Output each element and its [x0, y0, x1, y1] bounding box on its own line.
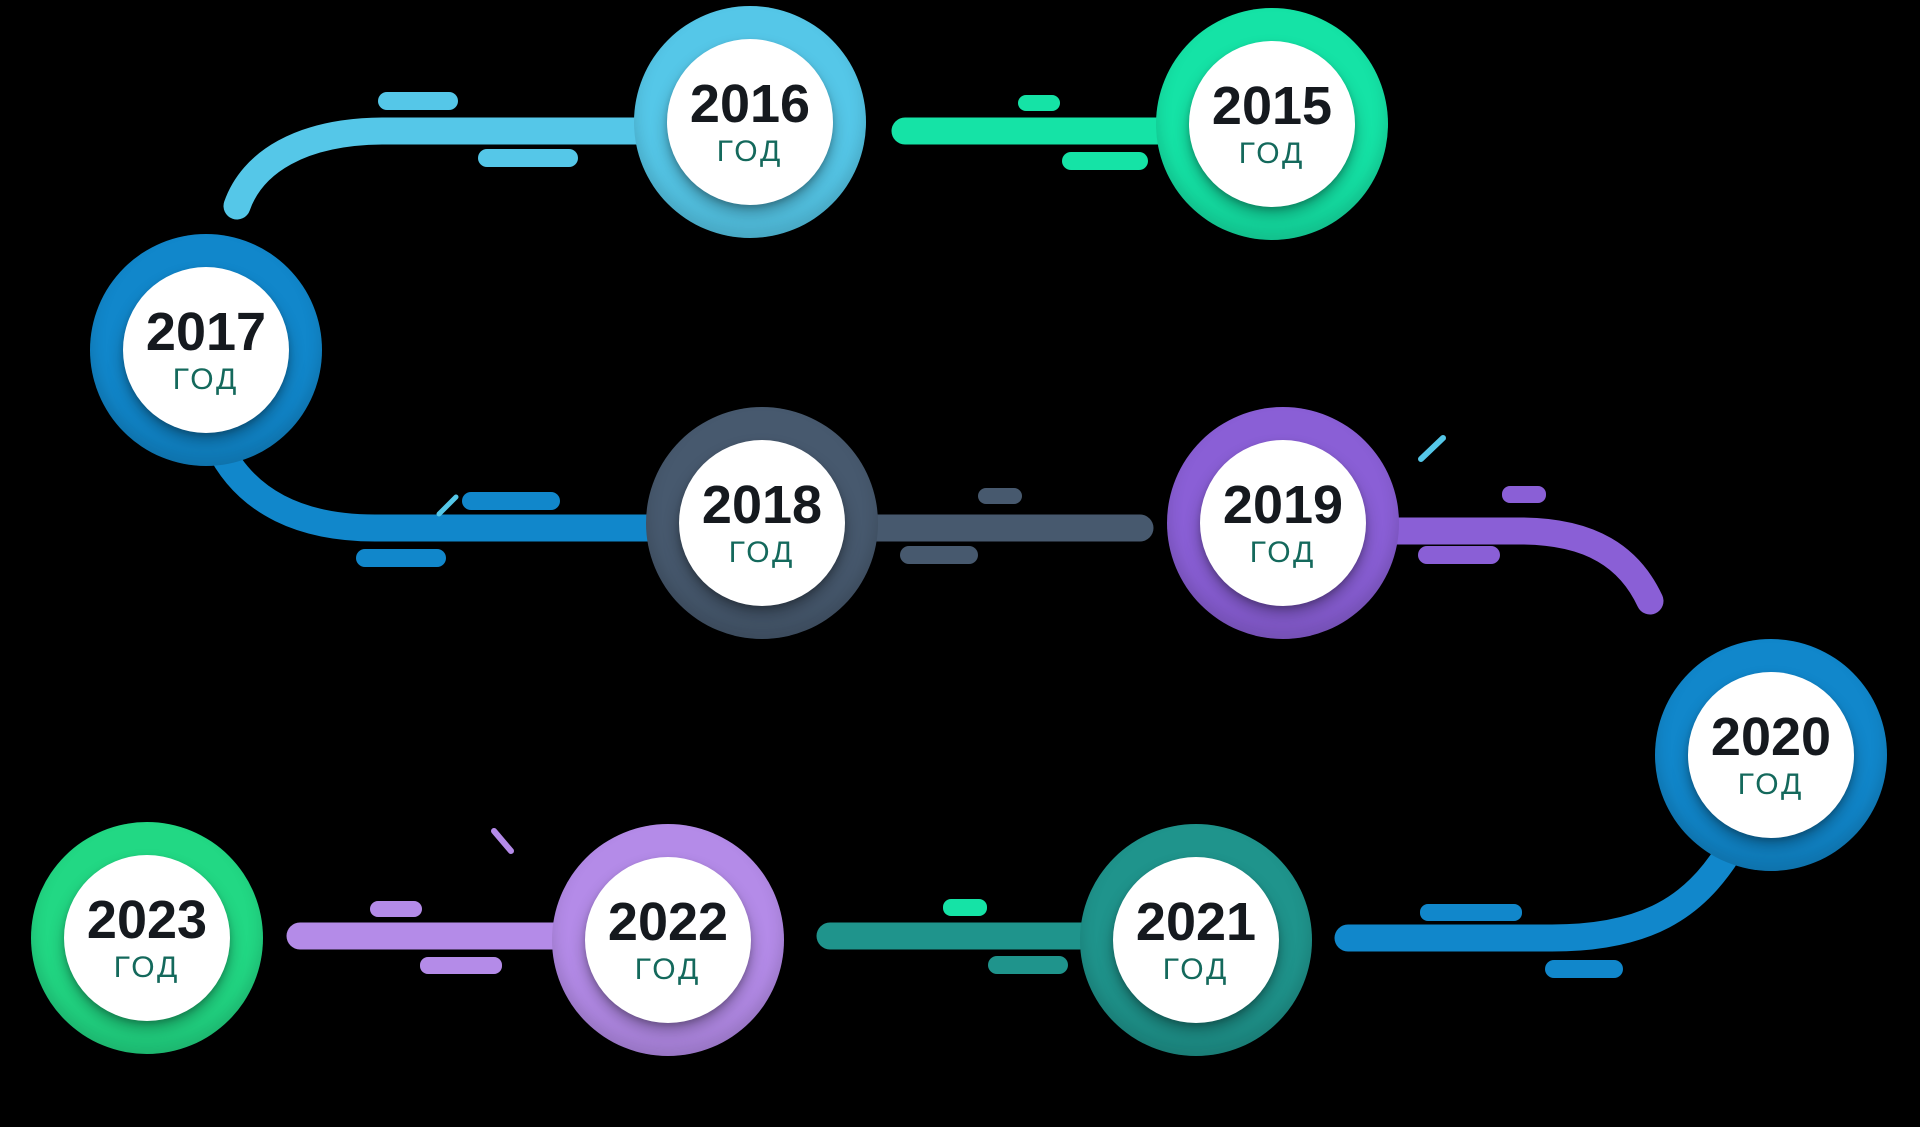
- tick-mark-2018-left: [436, 494, 459, 517]
- node-disc-2022: 2022 ГОД: [585, 857, 751, 1023]
- timeline-node-2020: 2020 ГОД: [1655, 639, 1887, 871]
- connector-2020-2021: [1334, 839, 1742, 952]
- timeline-node-2022: 2022 ГОД: [552, 824, 784, 1056]
- connector-2017-2018: [204, 431, 719, 542]
- timeline-node-2016: 2016 ГОД: [634, 6, 866, 238]
- node-disc-2018: 2018 ГОД: [679, 440, 845, 606]
- node-year-2021: 2021: [1135, 892, 1257, 952]
- node-year-label-2021: ГОД: [1162, 953, 1230, 986]
- tick-mark-2020-above: [1418, 435, 1446, 462]
- connector-2016-2017: [223, 117, 714, 220]
- timeline-node-2018: 2018 ГОД: [646, 407, 878, 639]
- dash-2016-2017-upper: [378, 92, 458, 110]
- dash-2020-2021-upper: [1420, 904, 1522, 921]
- node-year-label-2019: ГОД: [1249, 536, 1317, 569]
- timeline-node-2015: 2015 ГОД: [1156, 8, 1388, 240]
- dash-2018-2019-lower: [900, 546, 978, 564]
- tick-mark-2022-above: [491, 828, 514, 854]
- dash-2020-2021-lower: [1545, 960, 1623, 978]
- node-disc-2019: 2019 ГОД: [1200, 440, 1366, 606]
- node-year-2022: 2022: [607, 892, 729, 952]
- node-disc-2021: 2021 ГОД: [1113, 857, 1279, 1023]
- node-year-label-2022: ГОД: [634, 953, 702, 986]
- dash-2016-2015-upper: [1018, 95, 1060, 111]
- node-disc-2020: 2020 ГОД: [1688, 672, 1854, 838]
- node-disc-2016: 2016 ГОД: [667, 39, 833, 205]
- node-disc-2023: 2023 ГОД: [64, 855, 230, 1021]
- node-year-2017: 2017: [145, 302, 267, 362]
- node-year-2016: 2016: [689, 74, 811, 134]
- dash-2016-2015-lower: [1062, 152, 1148, 170]
- timeline-node-2019: 2019 ГОД: [1167, 407, 1399, 639]
- dash-2019-2020-lower: [1418, 546, 1500, 564]
- node-disc-2015: 2015 ГОД: [1189, 41, 1355, 207]
- timeline-node-2021: 2021 ГОД: [1080, 824, 1312, 1056]
- node-year-label-2015: ГОД: [1238, 137, 1306, 170]
- dash-2023-2022-upper: [370, 901, 422, 917]
- node-year-label-2023: ГОД: [113, 951, 181, 984]
- node-year-2023: 2023: [86, 890, 208, 950]
- node-year-label-2018: ГОД: [728, 536, 796, 569]
- dash-2023-2022-lower: [420, 957, 502, 974]
- node-year-label-2016: ГОД: [716, 135, 784, 168]
- dash-2022-2021-lower: [988, 956, 1068, 974]
- node-year-2018: 2018: [701, 475, 823, 535]
- dash-2017-2018-lower: [356, 549, 446, 567]
- dash-2017-2018-upper: [462, 492, 560, 510]
- timeline-node-2017: 2017 ГОД: [90, 234, 322, 466]
- node-year-label-2017: ГОД: [172, 363, 240, 396]
- node-year-2015: 2015: [1211, 76, 1333, 136]
- dash-2018-2019-upper: [978, 488, 1022, 504]
- node-year-label-2020: ГОД: [1737, 768, 1805, 801]
- dash-2016-2017-lower: [478, 149, 578, 167]
- timeline-node-2023: 2023 ГОД: [31, 822, 263, 1054]
- dash-2022-2021-upper: [943, 899, 987, 916]
- connector-2019-2020: [1361, 517, 1664, 615]
- node-year-2019: 2019: [1222, 475, 1344, 535]
- node-disc-2017: 2017 ГОД: [123, 267, 289, 433]
- dash-2019-2020-upper: [1502, 486, 1546, 503]
- node-year-2020: 2020: [1710, 707, 1832, 767]
